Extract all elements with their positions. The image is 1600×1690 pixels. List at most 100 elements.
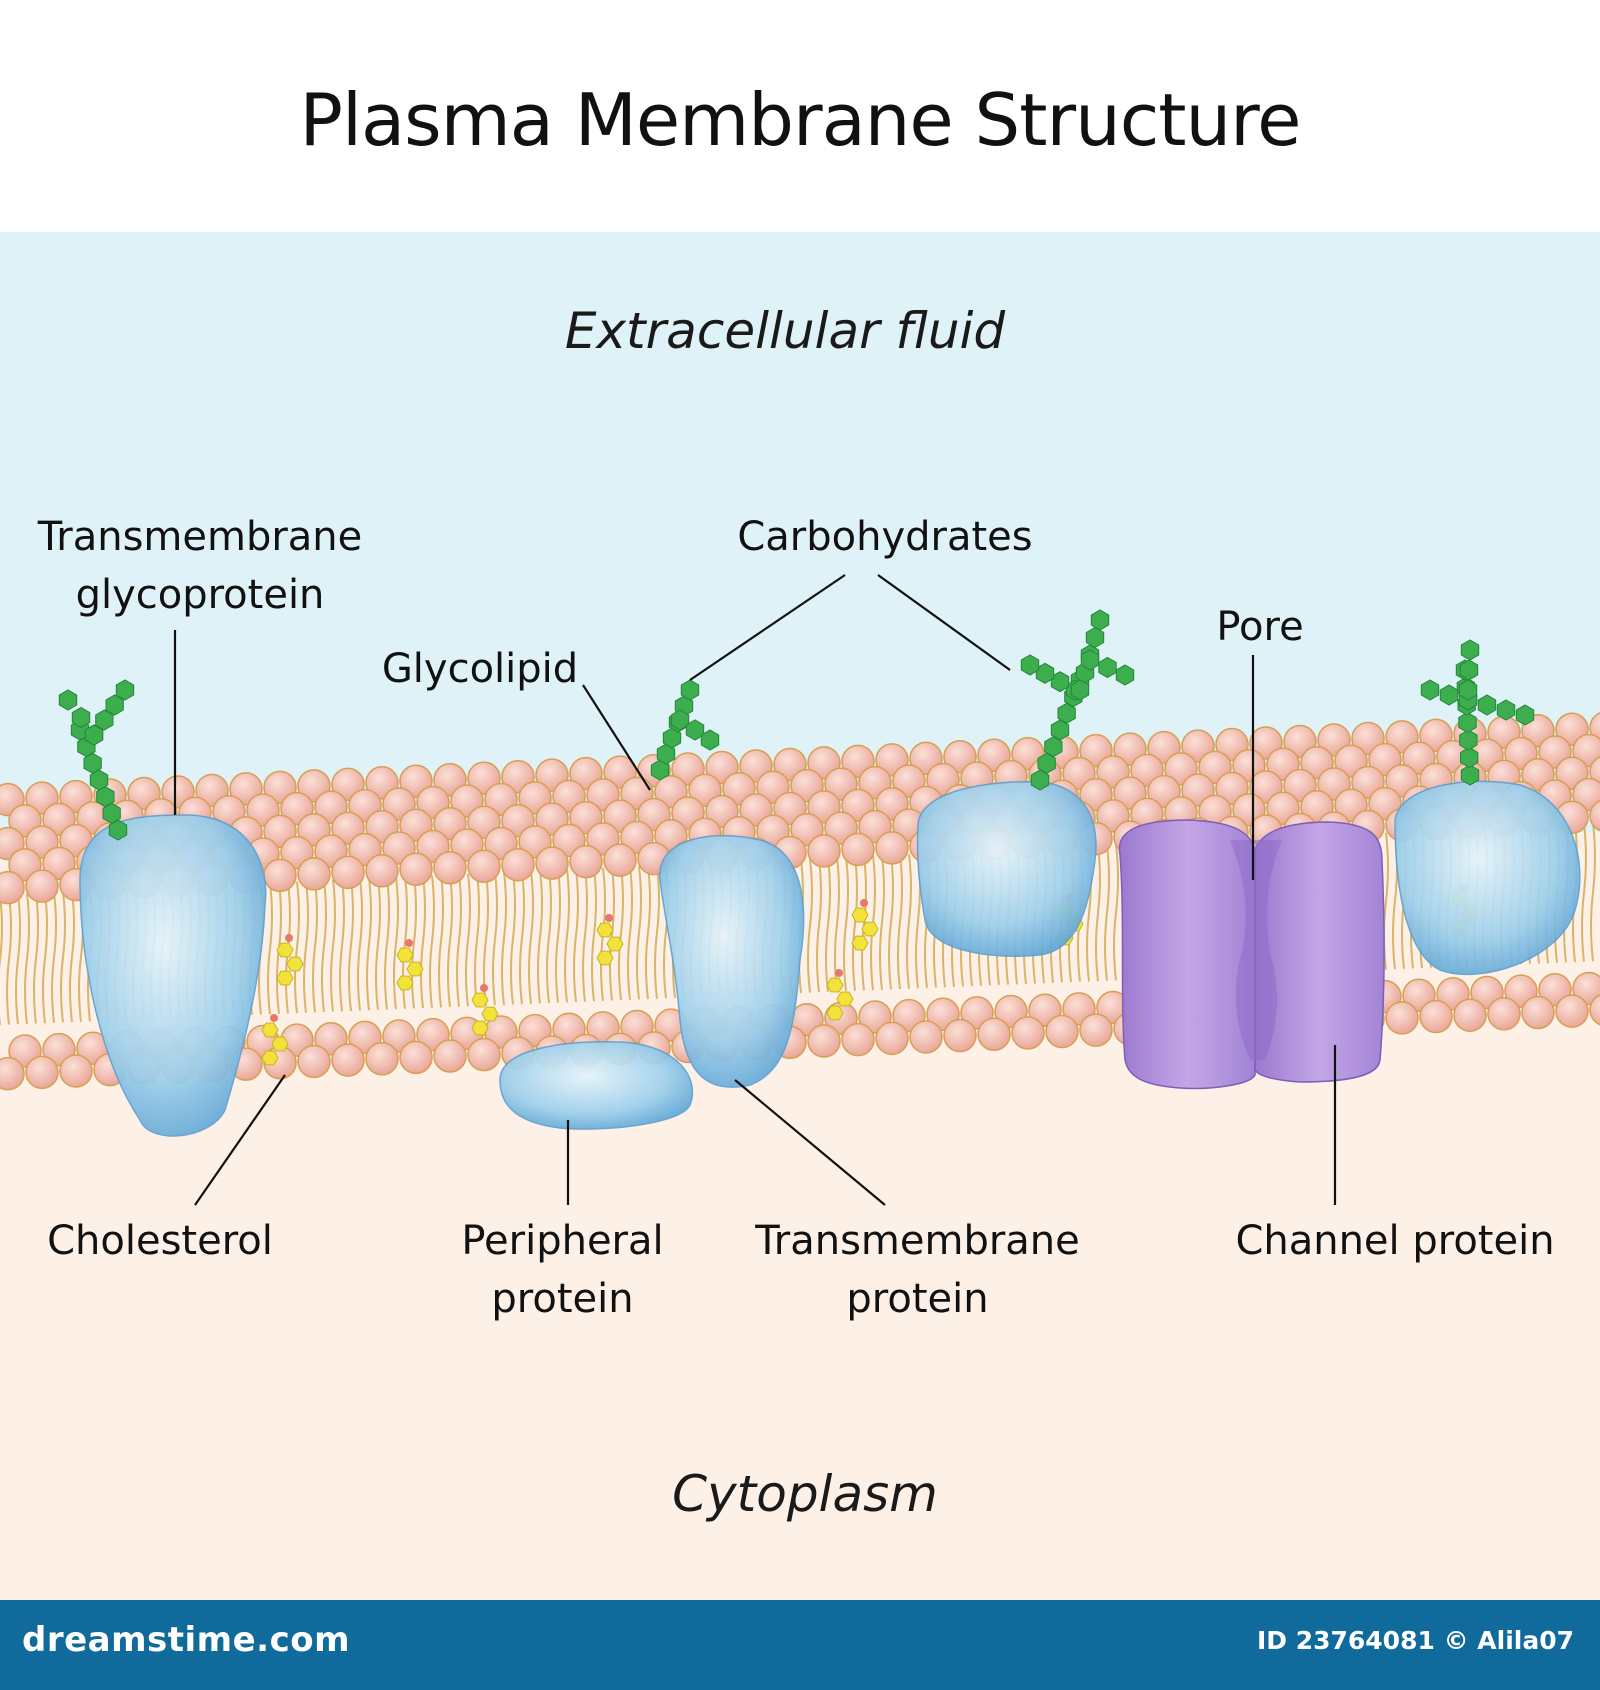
cytoplasm-label: Cytoplasm [672,1465,938,1523]
cholesterol-molecule [596,914,624,966]
cholesterol-molecule [276,934,304,986]
phospholipid-head [1589,800,1600,832]
carbohydrate-chain [650,679,720,781]
phospholipid-head [569,844,603,879]
cholesterol-ring [261,1022,279,1038]
leader-line [734,1079,886,1206]
channel-pore [1230,840,1282,1060]
channel-protein-label: Channel protein [1235,1218,1555,1264]
sugar-unit [1459,659,1479,681]
cholesterol-ring [606,936,624,952]
cholesterol-ring [286,956,304,972]
phospholipid-head [535,846,569,880]
peripheral-protein-line2: protein [491,1276,634,1322]
phospholipid-head [25,1055,59,1090]
sugar-unit [700,729,720,751]
phospholipid-head [365,1041,399,1076]
sugar-unit [89,769,109,791]
cholesterol-head [480,984,488,992]
phospholipid-head [501,847,535,882]
phospholipid-head [433,851,467,885]
phospholipid-head [399,852,433,887]
leader-line [582,684,651,791]
transmembrane-glycoprotein-line1: Transmembrane [37,514,363,560]
phospholipid-head [467,849,501,883]
extracellular-fluid-label: Extracellular fluid [564,302,1006,360]
sugar-unit [1020,654,1040,676]
leader-line [877,574,1011,671]
cholesterol-ring [261,1050,279,1066]
cholesterol-ring [396,947,414,963]
leader-line [194,1074,286,1206]
sugar-unit [1515,704,1535,726]
sugar-unit [1496,699,1516,721]
sugar-unit [1459,729,1478,751]
sugar-unit [108,819,128,841]
transmembrane-glycoprotein-shape [79,814,267,1137]
footer-bar: dreamstime.com ID 23764081 © Alila07 [0,1600,1600,1690]
sugar-unit [1458,679,1478,701]
cholesterol-head [860,899,868,907]
sugar-unit [1080,649,1100,671]
phospholipid-head [1045,1014,1079,1049]
peripheral-protein-shape [499,1041,694,1130]
phospholipid-head [0,1056,25,1091]
cholesterol-ring [851,907,869,923]
sugar-unit [1460,746,1479,769]
transmembrane-protein-shape [659,835,805,1088]
sugar-unit [1115,664,1135,686]
sugar-unit [1085,626,1105,649]
glycolipid-label: Glycolipid [381,646,579,692]
sugar-unit [115,679,135,701]
cholesterol-head [285,934,293,942]
carbohydrate-chains [58,609,1535,841]
phospholipid-head [297,857,331,891]
transmembrane-glycoprotein-right-shape [916,781,1097,957]
sugar-unit [1098,656,1117,679]
sugar-unit [1460,639,1480,661]
cholesterol-ring [406,961,424,977]
phospholipid-head [1079,1013,1113,1047]
phospholipid-head [1011,1016,1045,1050]
phospholipid-head [977,1017,1011,1051]
phospholipid-head [263,858,297,893]
sugar-unit [1044,736,1063,758]
sugar-unit [680,679,700,701]
phospholipid-head [1419,999,1453,1034]
transmembrane-protein-line2: protein [846,1276,989,1322]
phospholipid-head [875,1021,909,1056]
leader-lines [173,574,1337,1206]
carbohydrate-chain [58,679,135,841]
phospholipid-head [807,1024,841,1058]
cholesterol-ring [861,921,879,937]
phospholipid-head [331,855,365,890]
channel-protein-right-half [1254,821,1385,1083]
sugar-unit [1420,679,1440,701]
cholesterol-ring [851,935,869,951]
cholesterol-head [835,969,843,977]
peripheral-protein-label: Peripheral protein [445,1212,680,1328]
sugar-unit [58,689,78,711]
phospholipid-head [1385,1001,1419,1035]
channel-protein-left-half [1118,819,1256,1090]
sugar-unit [1460,764,1480,786]
phospholipid-head [909,1020,943,1054]
phospholipid-head [1487,997,1521,1031]
phospholipid-head [807,834,841,868]
sugar-unit [83,752,102,774]
sugar-unit [1030,769,1050,791]
sugar-unit [1439,684,1459,706]
cholesterol-ring [271,1036,289,1052]
cholesterol-molecule [261,1014,289,1066]
sugar-unit [1037,752,1056,774]
phospholipid-head [297,1044,331,1079]
sugar-unit [1070,679,1090,701]
image-credit: ID 23764081 © Alila07 [1256,1626,1574,1655]
cholesterol-ring [276,942,294,958]
sugar-unit [102,802,121,824]
brand-logo[interactable]: dreamstime.com [22,1620,351,1660]
phospholipid-head [1453,998,1487,1032]
phospholipid-head [1555,994,1589,1028]
cholesterol-ring [396,975,414,991]
phospholipid-head [1589,994,1600,1026]
